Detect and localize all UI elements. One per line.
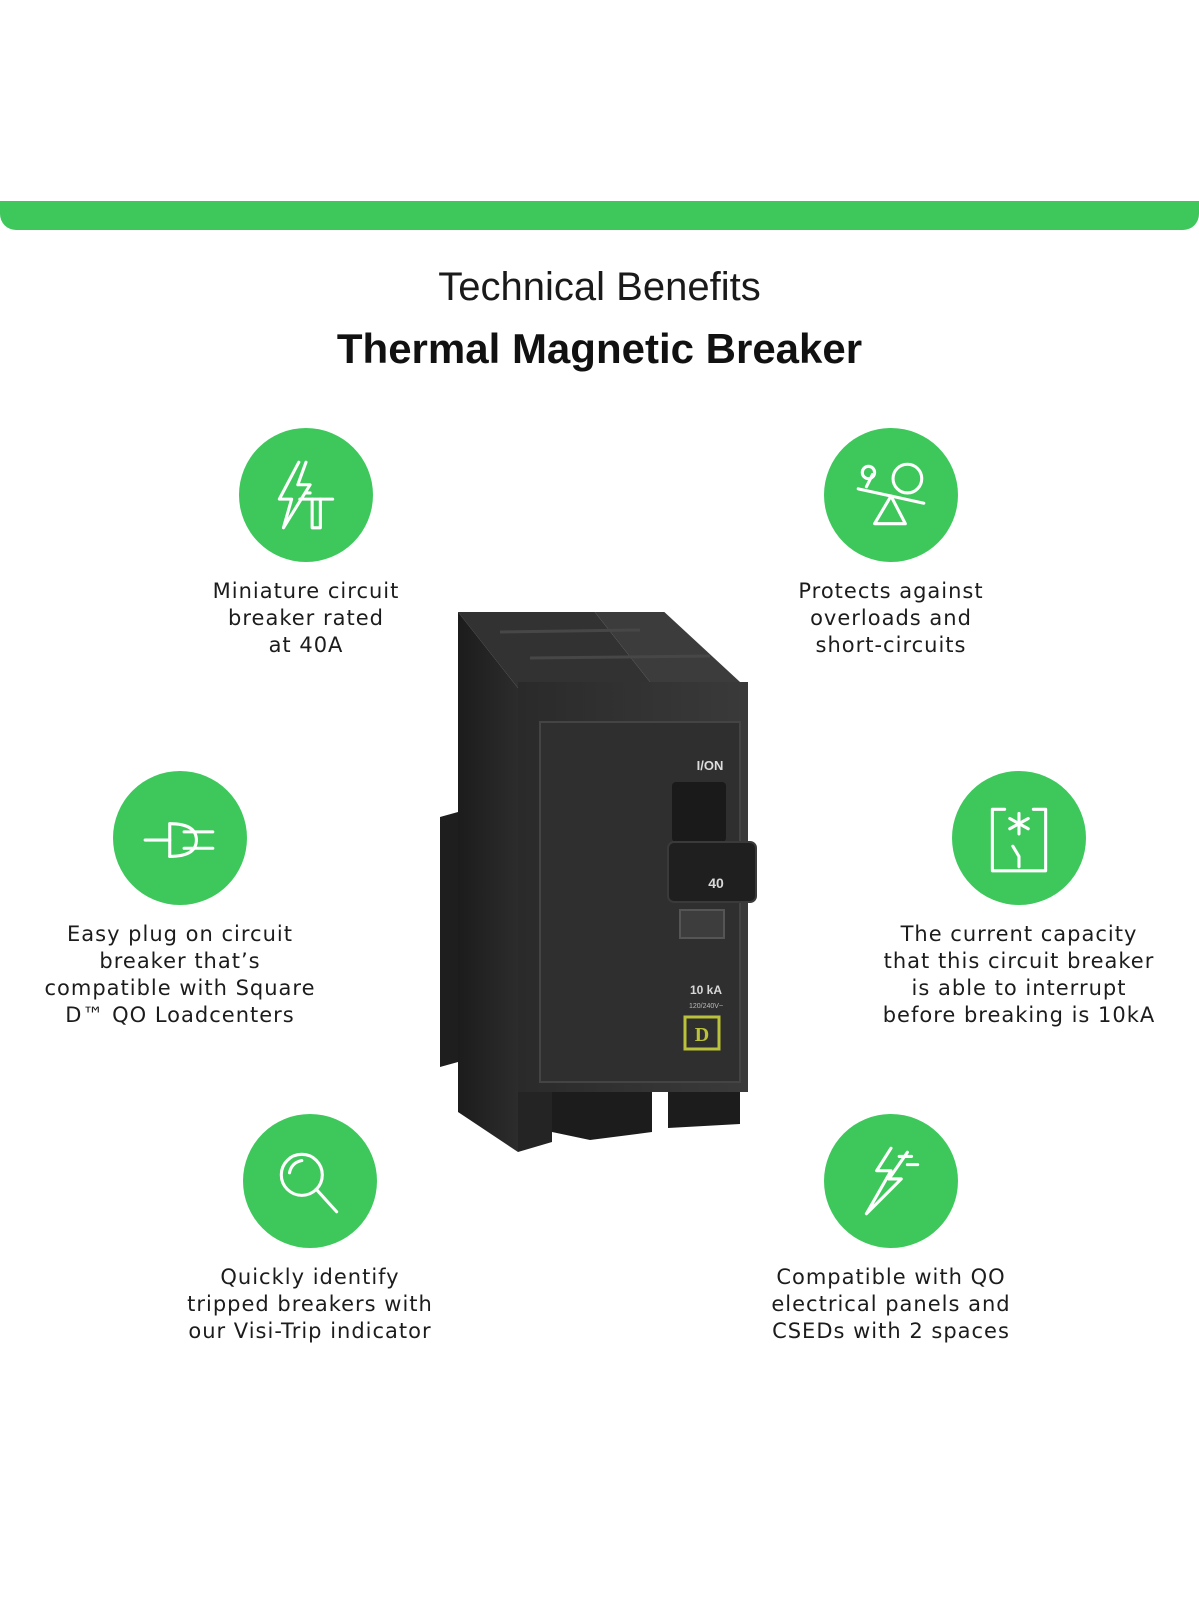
logo-letter: D (695, 1024, 709, 1046)
breaker-ridge-line (529, 654, 711, 660)
double-lightning-icon (864, 1146, 920, 1216)
feature-icon-badge (243, 1114, 377, 1248)
feature-caption: Compatible with QO electrical panels and… (771, 1265, 1011, 1343)
page-title: Thermal Magnetic Breaker (336, 325, 863, 372)
breaker-side-face (458, 612, 518, 1152)
breaker-handle-top (672, 782, 726, 842)
feature-icon-badge (824, 1114, 958, 1248)
seesaw-balance-icon (856, 462, 926, 526)
page-subtitle: Technical Benefits (438, 265, 761, 309)
feature-caption: Quickly identify tripped breakers with o… (187, 1265, 433, 1343)
breaker-bottom-edge (518, 1092, 552, 1152)
feature-plug-on: Easy plug on circuit breaker that’s comp… (20, 771, 340, 1029)
feature-interrupt-capacity: The current capacity that this circuit b… (859, 771, 1179, 1029)
feature-icon-badge (952, 771, 1086, 905)
lightning-tower-icon (277, 460, 335, 530)
breaker-side-clip (440, 812, 458, 1067)
feature-caption: Easy plug on circuit breaker that’s comp… (44, 922, 316, 1027)
feature-caption: The current capacity that this circuit b… (882, 922, 1156, 1027)
on-label: I/ON (697, 758, 724, 773)
breaker-bottom-jaw (668, 1092, 740, 1128)
magnifier-icon (279, 1152, 339, 1214)
visi-trip-window (679, 909, 725, 939)
feature-caption: Miniature circuit breaker rated at 40A (212, 579, 400, 657)
breaker-ridge-line (499, 628, 641, 634)
square-d-logo (683, 1015, 721, 1051)
feature-panel-compatibility: Compatible with QO electrical panels and… (731, 1114, 1051, 1345)
feature-icon-badge (113, 771, 247, 905)
feature-rating: Miniature circuit breaker rated at 40A (146, 428, 466, 659)
feature-protection: Protects against overloads and short-cir… (731, 428, 1051, 659)
plug-icon (143, 822, 215, 858)
breaker-handle (667, 841, 757, 903)
breaker-bottom-jaw (552, 1092, 652, 1140)
feature-icon-badge (824, 428, 958, 562)
interrupt-rating-label: 10 kA (690, 983, 722, 997)
voltage-label: 120/240V~ (689, 1003, 723, 1010)
feature-caption: Protects against overloads and short-cir… (798, 579, 984, 657)
feature-visi-trip: Quickly identify tripped breakers with o… (150, 1114, 470, 1345)
circuit-breaker-product-image: I/ON 40 10 kA 120/240V~ D (440, 612, 757, 1152)
rating-label: 40 (708, 875, 724, 891)
top-accent-bar (0, 201, 1199, 230)
breaker-switch-icon (990, 807, 1048, 873)
feature-icon-badge (239, 428, 373, 562)
